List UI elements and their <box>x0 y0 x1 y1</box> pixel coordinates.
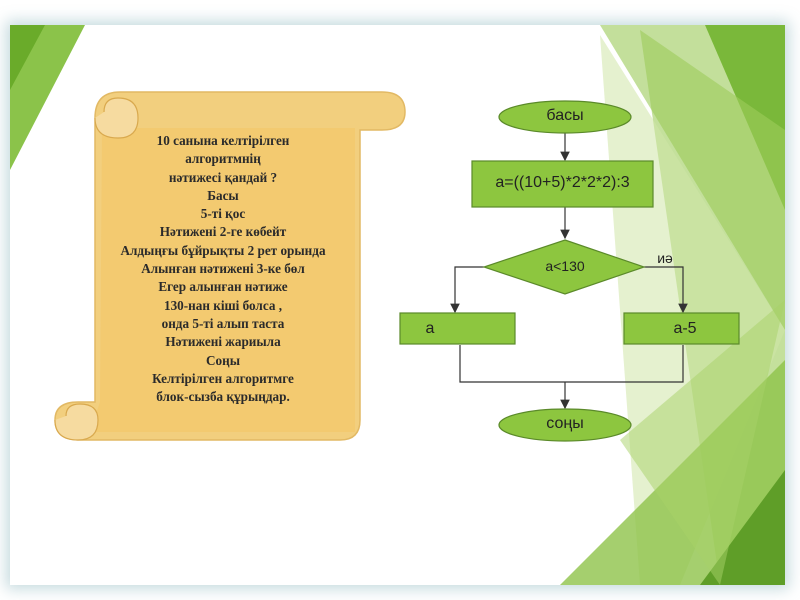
scroll-line: Нәтижені 2-ге көбейт <box>159 224 287 240</box>
scroll-text: 10 санына келтірілген алгоритмнің нәтижесі… <box>78 132 368 406</box>
deco-left-1 <box>10 25 85 170</box>
scroll-line: 10 санына келтірілген <box>156 133 290 148</box>
start-label: басы <box>546 107 584 124</box>
right-box <box>623 312 740 345</box>
deco-facet-7 <box>620 300 785 585</box>
scroll-line: Соңы <box>205 352 240 368</box>
scroll-shape <box>54 91 406 441</box>
start-terminal <box>498 100 632 134</box>
end-terminal <box>498 408 632 442</box>
scroll-line: алгоритмнің <box>185 151 261 167</box>
connector-decision-left <box>450 266 484 314</box>
scroll-line: 130-нан кіші болса , <box>163 297 283 313</box>
scroll-line: Алынған нәтижені 3-ке бөл <box>141 261 305 277</box>
end-label: соңы <box>546 415 584 432</box>
left-box <box>399 312 516 345</box>
scroll-line: Алдыңғы бұйрықты 2 рет орында <box>120 242 326 258</box>
yes-label: иә <box>657 250 673 266</box>
scroll-line: 5-ті қос <box>200 206 246 222</box>
process-label: a=((10+5)*2*2*2):3 <box>495 174 630 191</box>
scroll-line: нәтижесі қандай ? <box>168 169 278 185</box>
connector-decision-right <box>644 266 688 314</box>
decision-diamond <box>482 239 646 295</box>
scroll-line: онда 5-ті алып таста <box>161 315 285 331</box>
scroll-line: Егер алынған нәтиже <box>158 279 288 295</box>
right-box-label: a-5 <box>673 320 697 337</box>
process-box <box>471 160 654 208</box>
decision-label: a<130 <box>545 258 585 274</box>
scroll-line: Басы <box>207 187 239 203</box>
scroll-line: Нәтижені жариыла <box>165 334 281 350</box>
scroll-line: Келтірілген алгоритмге <box>152 370 294 386</box>
deco-left-2 <box>10 25 45 90</box>
scroll-line: блок-сызба құрыңдар. <box>156 389 290 405</box>
left-box-label: a <box>425 320 435 337</box>
connector-left-to-merge <box>459 345 684 383</box>
